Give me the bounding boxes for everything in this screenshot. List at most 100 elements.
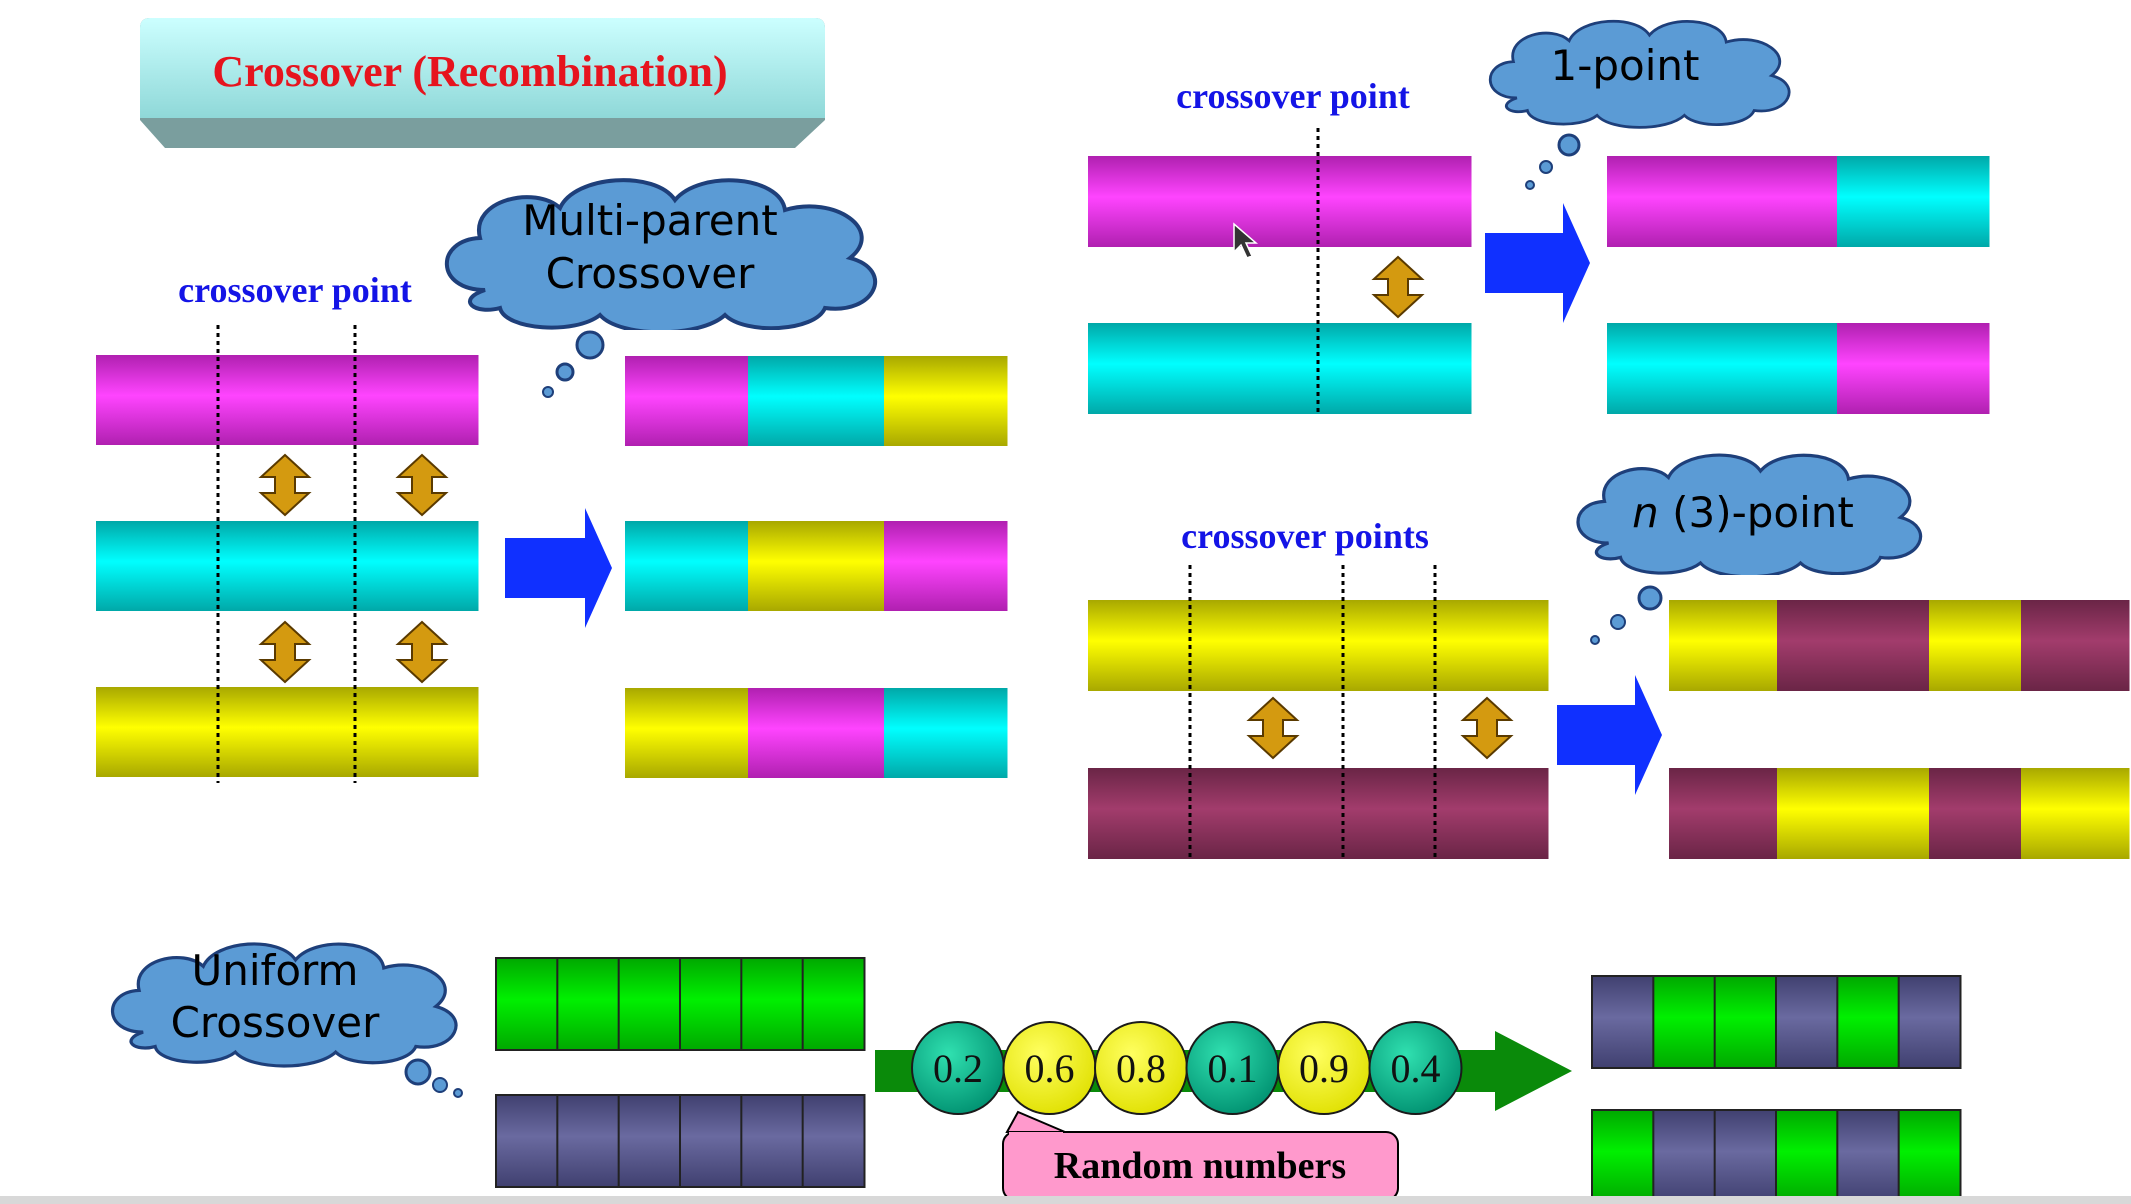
swap-arrow (395, 453, 449, 517)
multi-parent-cloud-line2: Crossover (546, 249, 756, 298)
one-point-cloud-text: 1-point (1551, 41, 1700, 90)
multi-parent-child-1-segment-magenta (625, 356, 749, 446)
multi-parent-child-3-segment-yellow (625, 688, 749, 778)
multi-parent-cloud-line1: Multi-parent (522, 196, 778, 245)
uniform-child-b-segment-slate (1713, 1109, 1778, 1203)
one-point-section: 1-point crossover point (1088, 19, 1990, 415)
random-numbers-callout (1002, 1110, 1399, 1201)
n-point-parents (1088, 600, 1549, 859)
uniform-child-b-segment-slate (1652, 1109, 1717, 1203)
mouse-cursor-icon (1233, 222, 1259, 259)
one-point-cloud (1488, 19, 1791, 190)
n-point-cloud-italic: n (1632, 488, 1659, 537)
uniform-parent-b-segment-slate (556, 1094, 621, 1188)
uniform-children (1591, 975, 1962, 1203)
swap-arrow (395, 620, 449, 684)
uniform-child-a-segment-green (1836, 975, 1901, 1069)
n-point-child-2-segment-maroon (1669, 768, 1778, 859)
n-point-cloud-rest: (3)-point (1659, 488, 1854, 537)
multi-parent-parent-2-segment-cyan (96, 521, 224, 611)
multi-parent-parent-2-segment-cyan (350, 521, 479, 611)
thought-bubble (575, 330, 605, 360)
random-number-value: 0.9 (1299, 1046, 1349, 1091)
swap-arrow (1371, 255, 1425, 319)
uniform-child-a-segment-slate (1897, 975, 1962, 1069)
n-point-child-1-segment-yellow (1669, 600, 1778, 691)
uniform-parent-a-segment-green (617, 957, 682, 1051)
uniform-parent-a-segment-green (801, 957, 866, 1051)
thought-bubble (555, 362, 575, 382)
multi-parent-parent-1-segment-magenta (223, 355, 352, 445)
uniform-child-a-segment-green (1652, 975, 1717, 1069)
uniform-parent-b-segment-slate (679, 1094, 743, 1188)
uniform-child-a-segment-slate (1775, 975, 1839, 1069)
n-point-child-2-segment-maroon (1929, 768, 2022, 859)
n-point-child-1-segment-yellow (1929, 600, 2022, 691)
thought-bubble (453, 1088, 463, 1098)
uniform-parent-a-segment-green (495, 957, 559, 1051)
multi-parent-parent-1-segment-magenta (350, 355, 479, 445)
uniform-parent-b-segment-slate (617, 1094, 682, 1188)
uniform-child-b-segment-green (1897, 1109, 1962, 1203)
uniform-child-a-segment-slate (1591, 975, 1655, 1069)
n-point-parent-2-segment-maroon (1088, 768, 1549, 859)
random-number-balls: 0.2 0.6 0.8 0.1 0.9 0.4 (911, 1021, 1463, 1115)
uniform-parent-b-segment-slate (740, 1094, 805, 1188)
multi-parent-child-3-segment-cyan (884, 688, 1008, 778)
random-number-value: 0.8 (1116, 1046, 1166, 1091)
random-number-value: 0.2 (933, 1046, 983, 1091)
result-arrow (1557, 675, 1662, 795)
uniform-cloud-line1: Uniform (192, 946, 359, 995)
one-point-parent-2-segment-cyan (1088, 323, 1472, 414)
uniform-child-b-segment-slate (1836, 1109, 1901, 1203)
uniform-parent-a-segment-green (740, 957, 805, 1051)
thought-bubble (542, 386, 554, 398)
uniform-cloud-line2: Crossover (171, 998, 381, 1047)
n-point-child-1-segment-maroon (2021, 600, 2130, 691)
page-title: Crossover (Recombination) (212, 47, 727, 96)
uniform-parent-b-segment-slate (801, 1094, 866, 1188)
thought-bubble (1539, 160, 1553, 174)
random-number-value: 0.1 (1208, 1046, 1258, 1091)
multi-parent-parent-1-segment-magenta (96, 355, 224, 445)
one-point-parents (1088, 156, 1472, 414)
multi-parent-children (625, 356, 1008, 778)
status-bar (0, 1196, 2131, 1204)
one-point-child-1-segment-cyan (1837, 156, 1990, 247)
n-point-parent-1-segment-yellow (1088, 600, 1549, 691)
random-number-value: 0.6 (1025, 1046, 1075, 1091)
one-point-point-label: crossover point (1176, 76, 1410, 116)
multi-parent-child-1-segment-yellow (884, 356, 1008, 446)
one-point-children (1607, 156, 1990, 414)
swap-arrow (258, 620, 312, 684)
thought-bubble (1590, 635, 1600, 645)
thought-bubble (404, 1058, 432, 1086)
thought-bubble (1525, 180, 1535, 190)
uniform-parent-b-segment-slate (495, 1094, 559, 1188)
uniform-parent-a-segment-green (556, 957, 621, 1051)
multi-parent-parent-3-segment-yellow (223, 687, 352, 777)
multi-parent-child-2-segment-cyan (625, 521, 749, 611)
uniform-child-a-segment-green (1713, 975, 1778, 1069)
one-point-parent-1-segment-magenta (1088, 156, 1472, 247)
result-arrow (505, 508, 612, 628)
title-box (140, 18, 825, 148)
multi-parent-parents (96, 355, 479, 777)
multi-parent-child-1-segment-cyan (748, 356, 885, 446)
uniform-parent-a-segment-green (679, 957, 743, 1051)
multi-parent-child-3-segment-magenta (748, 688, 885, 778)
n-point-child-1-segment-maroon (1777, 600, 1930, 691)
random-number-value: 0.4 (1391, 1046, 1441, 1091)
n-point-points-label: crossover points (1181, 516, 1429, 556)
random-numbers-label: Random numbers (1054, 1145, 1346, 1187)
n-point-cloud (1576, 453, 1923, 645)
multi-parent-parent-3-segment-yellow (96, 687, 224, 777)
multi-parent-parent-3-segment-yellow (350, 687, 479, 777)
thought-bubble (1610, 614, 1626, 630)
random-number-ball (1368, 1021, 1463, 1115)
n-point-cloud-text: n (3)-point (1632, 488, 1854, 537)
swap-arrow (1460, 696, 1514, 760)
uniform-child-b-segment-green (1591, 1109, 1655, 1203)
multi-parent-child-2-segment-yellow (748, 521, 885, 611)
